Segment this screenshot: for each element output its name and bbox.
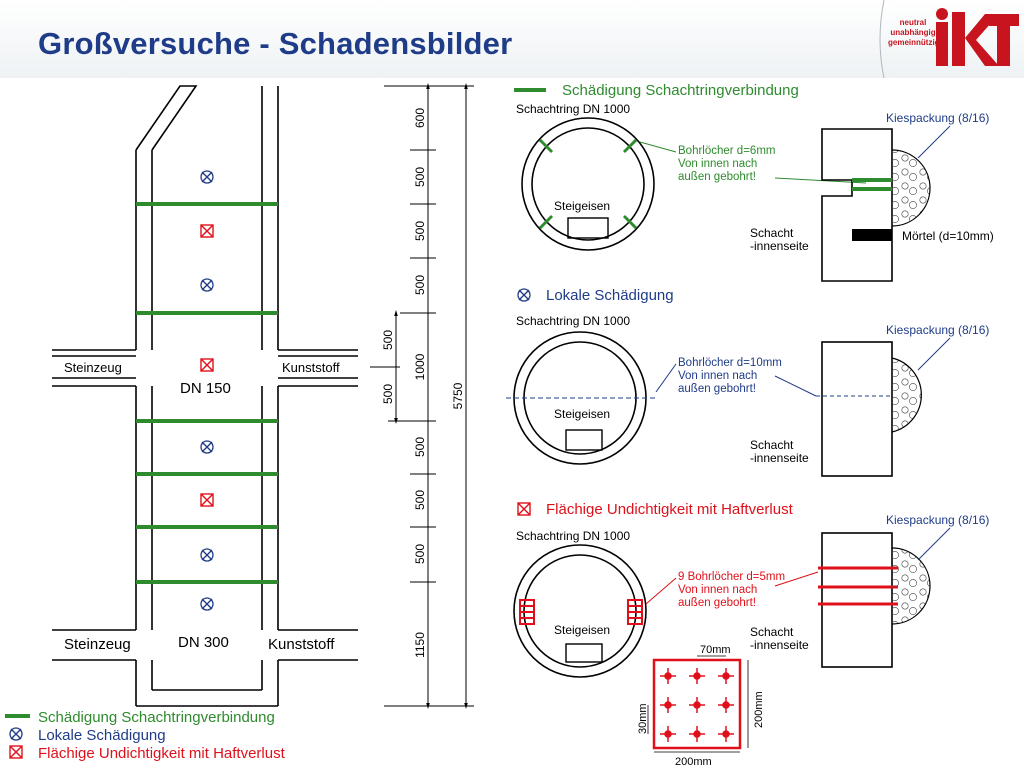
dim-500: 500 bbox=[413, 275, 427, 295]
label-steinzeug-top: Steinzeug bbox=[64, 360, 122, 375]
drill-hole bbox=[689, 697, 705, 713]
drill-hole bbox=[660, 726, 676, 742]
dim-500: 500 bbox=[413, 437, 427, 457]
label-dn300: DN 300 bbox=[178, 634, 229, 651]
panel1-ladder: Steigeisen bbox=[554, 199, 610, 213]
dim-30mm: 30mm bbox=[637, 703, 649, 734]
panel3-note-1: 9 Bohrlöcher d=5mm bbox=[678, 571, 785, 583]
panel2-gravel: Kiespackung (8/16) bbox=[886, 323, 989, 337]
drill-hole bbox=[660, 668, 676, 684]
panel1-mortar: Mörtel (d=10mm) bbox=[902, 229, 994, 243]
panel2-ladder: Steigeisen bbox=[554, 407, 610, 421]
local-damage-icon bbox=[200, 597, 214, 611]
slide-header: Großversuche - Schadensbilder neutral un… bbox=[0, 0, 1024, 78]
panel1-note-3: außen gebohrt! bbox=[678, 171, 756, 183]
panel2-ring-label: Schachtring DN 1000 bbox=[516, 314, 630, 328]
local-damage-icon bbox=[200, 440, 214, 454]
panel2-inside-2: -innenseite bbox=[750, 451, 809, 465]
dim-1150: 1150 bbox=[413, 632, 427, 658]
local-damage-icon bbox=[200, 548, 214, 562]
dim-1000: 1000 bbox=[413, 353, 427, 380]
dim-200mm-bottom: 200mm bbox=[675, 756, 712, 768]
panel1-heading: Schädigung Schachtringverbindung bbox=[562, 82, 799, 99]
drill-hole bbox=[689, 726, 705, 742]
label-kunststoff-bottom: Kunststoff bbox=[268, 636, 335, 653]
area-leak-icon bbox=[517, 502, 531, 516]
panel1-ring-label: Schachtring DN 1000 bbox=[516, 102, 630, 116]
area-leak-icon bbox=[9, 745, 23, 759]
dim-500-upper: 500 bbox=[381, 330, 395, 350]
legend-area-leak: Flächige Undichtigkeit mit Haftverlust bbox=[38, 745, 286, 762]
drill-hole bbox=[689, 668, 705, 684]
panel3-note-2: Von innen nach bbox=[678, 584, 757, 596]
drill-hole bbox=[718, 668, 734, 684]
dim-500: 500 bbox=[413, 544, 427, 564]
drill-hole bbox=[718, 726, 734, 742]
ikt-logo bbox=[879, 0, 1019, 79]
shaft-labels: Steinzeug Kunststoff DN 150 Steinzeug Ku… bbox=[64, 360, 340, 653]
panel2-note-1: Bohrlöcher d=10mm bbox=[678, 357, 782, 369]
dim-500: 500 bbox=[413, 221, 427, 241]
dim-70mm: 70mm bbox=[700, 644, 731, 656]
logo-tagline-line3: gemeinnützig bbox=[888, 38, 940, 47]
panel3-inside-1: Schacht bbox=[750, 625, 794, 639]
panel1-note-2: Von innen nach bbox=[678, 158, 757, 170]
dim-500-lower: 500 bbox=[381, 384, 395, 404]
drill-hole bbox=[660, 697, 676, 713]
panel1-inside-2: -innenseite bbox=[750, 239, 809, 253]
label-dn150: DN 150 bbox=[180, 380, 231, 397]
panel3-ring-label: Schachtring DN 1000 bbox=[516, 529, 630, 543]
hole-pattern: 70mm 200mm 200mm 30mm bbox=[637, 644, 765, 768]
ring-joint-damage-lines bbox=[136, 202, 278, 584]
local-damage-icon bbox=[200, 170, 214, 184]
panel1-note-1: Bohrlöcher d=6mm bbox=[678, 145, 775, 157]
area-leak-icon bbox=[200, 493, 214, 507]
dim-500: 500 bbox=[413, 490, 427, 510]
panel-area-leak: Flächige Undichtigkeit mit Haftverlust S… bbox=[513, 501, 989, 678]
panel1-gravel: Kiespackung (8/16) bbox=[886, 111, 989, 125]
panel1-inside-1: Schacht bbox=[750, 226, 794, 240]
logo-tagline-line1: neutral bbox=[899, 18, 927, 27]
panel3-note-3: außen gebohrt! bbox=[678, 597, 756, 609]
dim-500: 500 bbox=[413, 167, 427, 187]
dimension-chain bbox=[370, 83, 474, 709]
panel3-inside-2: -innenseite bbox=[750, 638, 809, 652]
label-steinzeug-bottom: Steinzeug bbox=[64, 636, 131, 653]
local-damage-icon bbox=[200, 278, 214, 292]
local-damage-icon bbox=[9, 727, 23, 741]
shaft-elevation bbox=[52, 85, 358, 707]
local-damage-icon bbox=[517, 288, 531, 302]
panel-ring-joint: Schädigung Schachtringverbindung Schacht… bbox=[514, 82, 994, 282]
panel-local-damage: Lokale Schädigung Schachtring DN 1000 St… bbox=[506, 287, 989, 477]
slide-title: Großversuche - Schadensbilder bbox=[38, 26, 513, 61]
label-kunststoff-top: Kunststoff bbox=[282, 360, 340, 375]
panel3-gravel: Kiespackung (8/16) bbox=[886, 513, 989, 527]
panel3-heading: Flächige Undichtigkeit mit Haftverlust bbox=[546, 501, 794, 518]
dim-600: 600 bbox=[413, 108, 427, 128]
legend: Schädigung Schachtringverbindung Lokale … bbox=[5, 709, 286, 762]
dim-total: 5750 bbox=[451, 382, 465, 409]
panel3-ladder: Steigeisen bbox=[554, 623, 610, 637]
logo-tagline-line2: unabhängig bbox=[890, 28, 936, 37]
dim-200mm-right: 200mm bbox=[753, 691, 765, 728]
legend-ring-damage: Schädigung Schachtringverbindung bbox=[38, 709, 275, 726]
legend-local-damage: Lokale Schädigung bbox=[38, 727, 166, 744]
panel2-note-2: Von innen nach bbox=[678, 370, 757, 382]
area-leak-icon bbox=[200, 224, 214, 238]
area-leak-icon bbox=[200, 358, 214, 372]
logo-tagline: neutral unabhängig gemeinnützig bbox=[888, 18, 940, 48]
panel2-heading: Lokale Schädigung bbox=[546, 287, 674, 304]
panel2-inside-1: Schacht bbox=[750, 438, 794, 452]
drill-hole bbox=[718, 697, 734, 713]
dimension-labels: 600 500 500 500 1000 500 500 500 1150 50… bbox=[381, 108, 465, 658]
panel2-note-3: außen gebohrt! bbox=[678, 383, 756, 395]
